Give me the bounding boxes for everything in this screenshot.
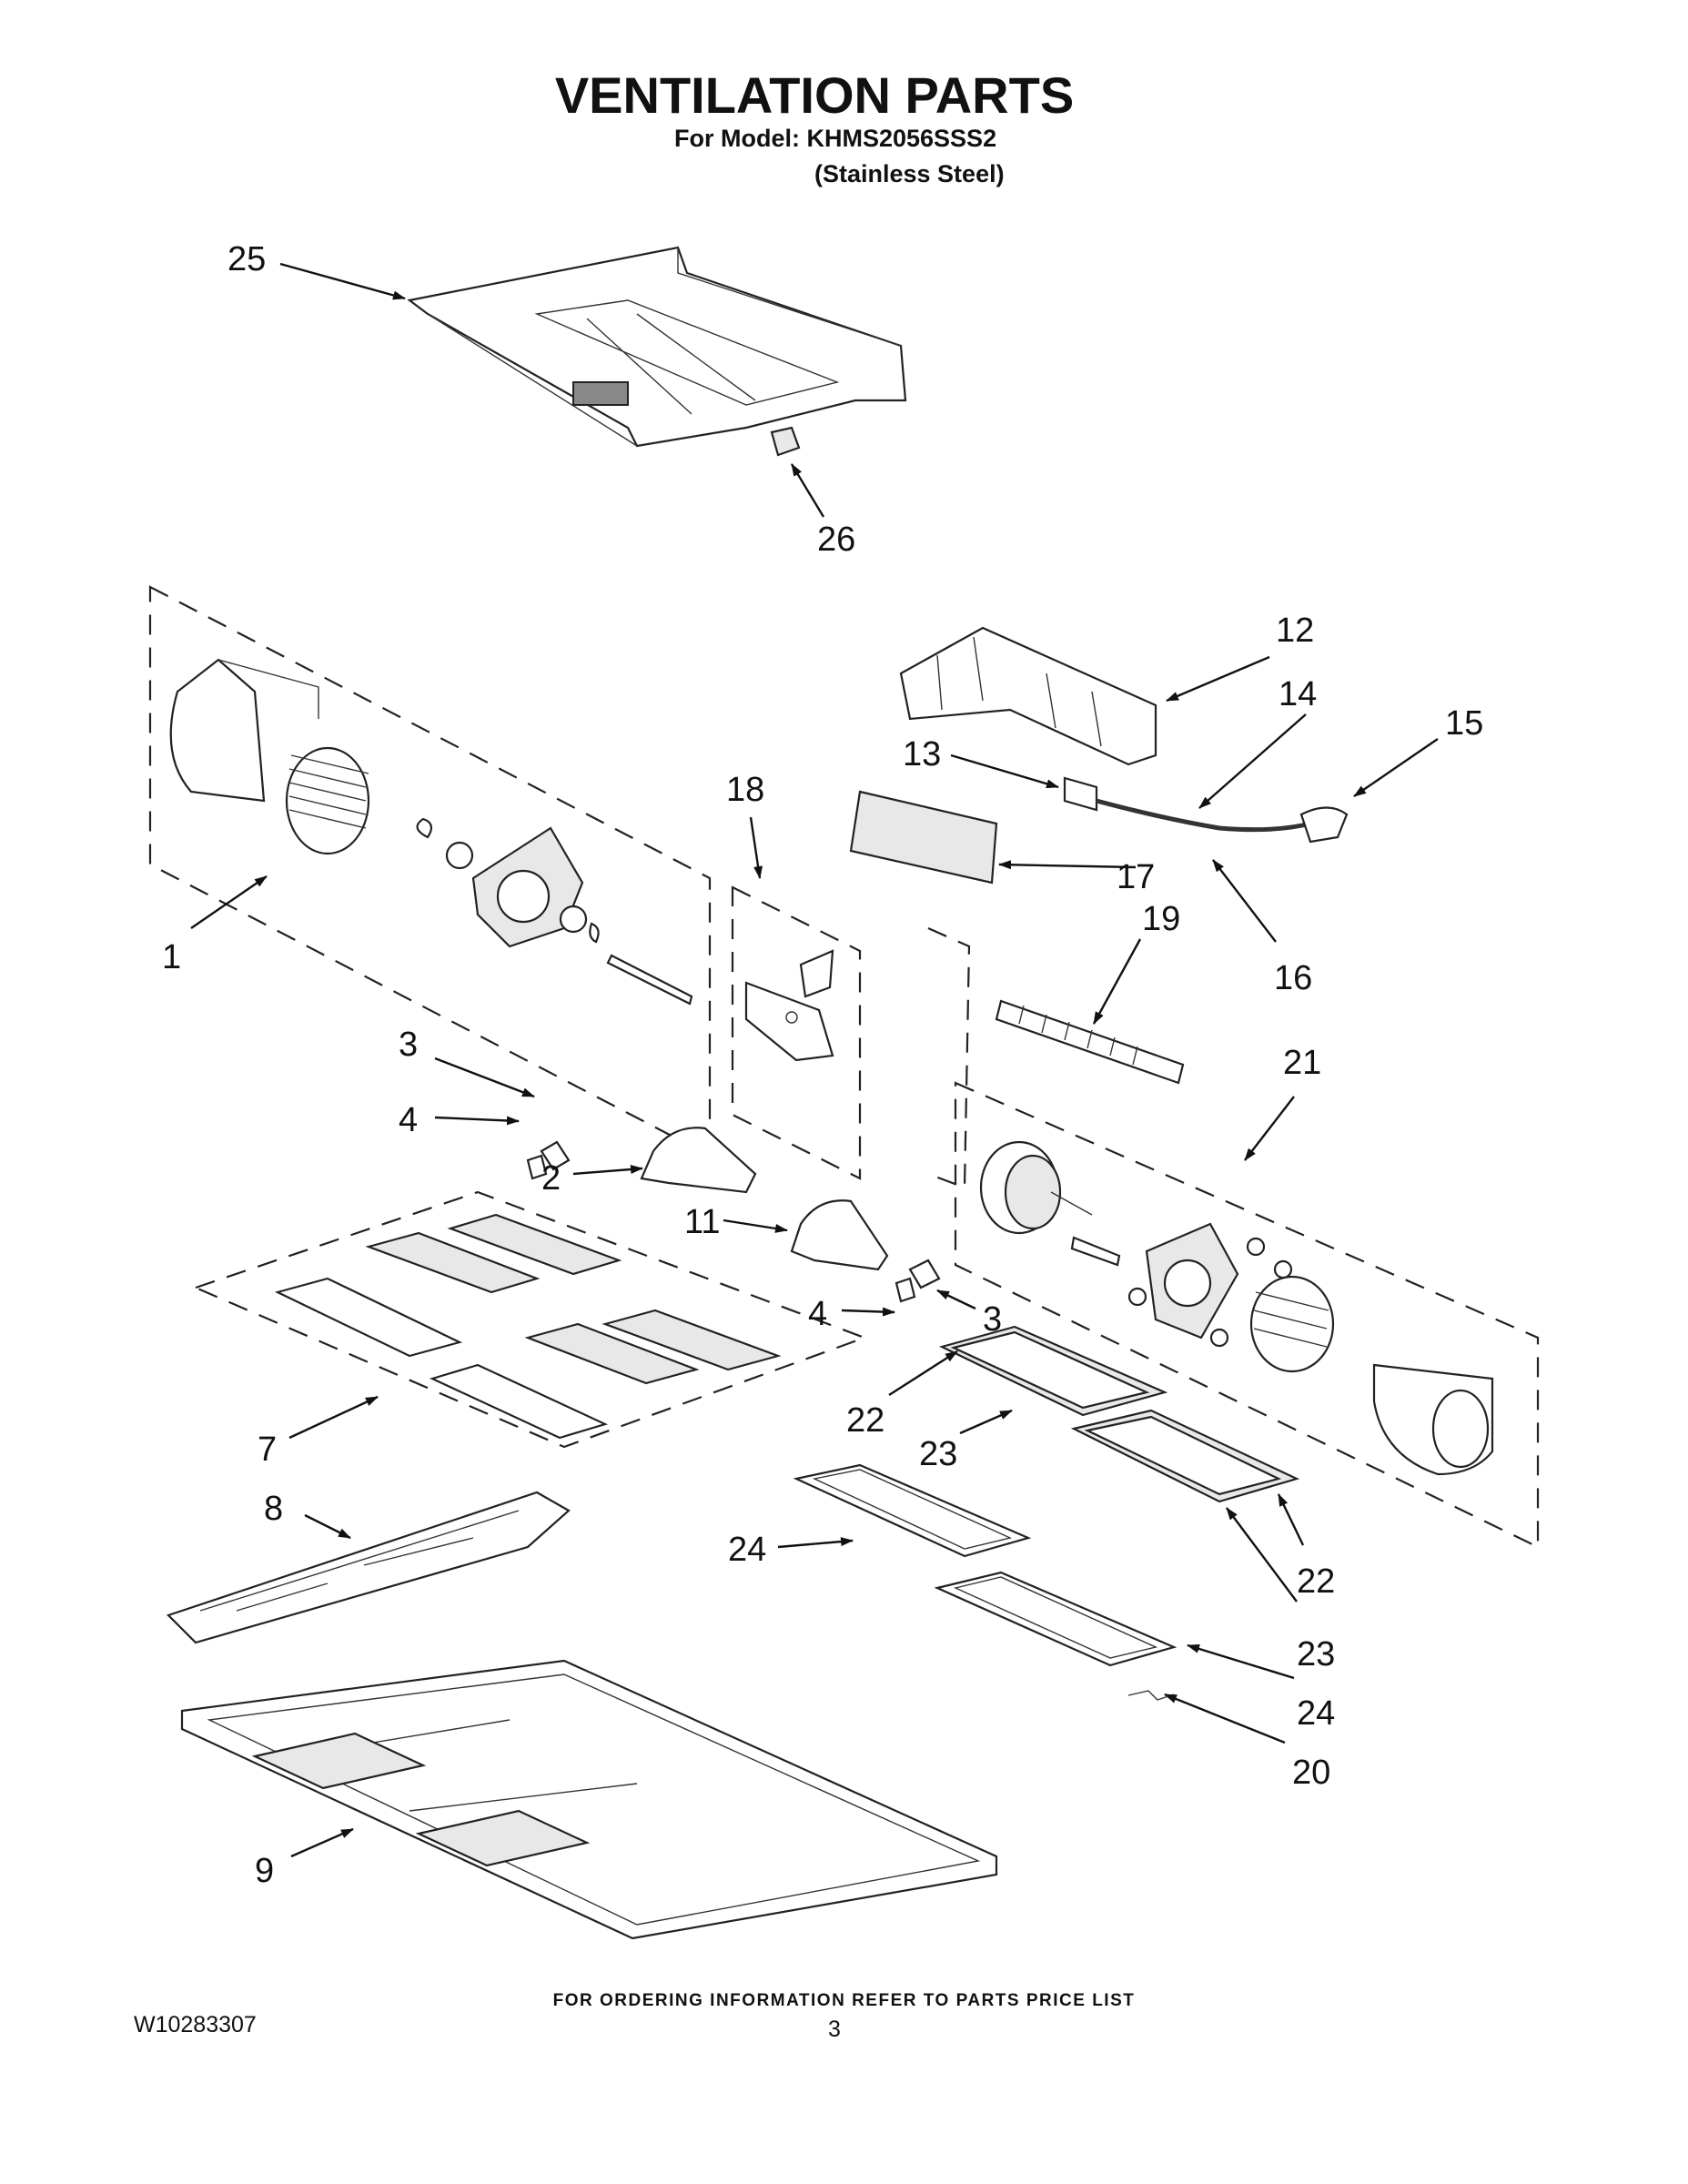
part-7-charcoal-filters-illustration bbox=[274, 1213, 782, 1440]
part-26-clip-illustration bbox=[770, 426, 801, 457]
callout-14: 14 bbox=[1279, 675, 1317, 713]
assembly-outline-21 bbox=[954, 1081, 1540, 1549]
part-21-motor-illustration bbox=[979, 1140, 1494, 1476]
part-15-thermistor-illustration bbox=[1299, 806, 1349, 844]
callout-20: 20 bbox=[1292, 1754, 1330, 1792]
callout-22-upper: 22 bbox=[846, 1401, 884, 1440]
callout-18: 18 bbox=[726, 771, 764, 809]
callout-3-right: 3 bbox=[983, 1300, 1002, 1339]
assembly-outline-7 bbox=[192, 1190, 868, 1449]
part-22-23-grease-filter-upper-illustration bbox=[938, 1325, 1168, 1417]
callout-4-right: 4 bbox=[808, 1295, 827, 1333]
callout-9: 9 bbox=[255, 1852, 274, 1890]
part-25-top-plate-illustration bbox=[407, 246, 907, 448]
callout-16: 16 bbox=[1274, 959, 1312, 997]
callout-2: 2 bbox=[541, 1159, 561, 1198]
callout-13: 13 bbox=[903, 735, 941, 774]
callout-leaders bbox=[190, 262, 1439, 1858]
callout-24-upper: 24 bbox=[728, 1531, 766, 1569]
part-24-filter-frame-upper-illustration bbox=[793, 1463, 1032, 1558]
part-13-14-16-wire-harness-illustration bbox=[1063, 776, 1311, 833]
callout-23-lower: 23 bbox=[1297, 1635, 1335, 1673]
part-3-4-spacer-illustration-left bbox=[526, 1140, 571, 1180]
document-number: W10283307 bbox=[134, 2012, 257, 2037]
callout-4-left: 4 bbox=[399, 1101, 418, 1139]
connector-line-18-19 bbox=[927, 926, 971, 1189]
callout-21: 21 bbox=[1283, 1044, 1321, 1082]
part-11-damper-cover-illustration bbox=[790, 1199, 889, 1271]
page-title: VENTILATION PARTS bbox=[554, 66, 1075, 124]
callout-25: 25 bbox=[227, 240, 266, 278]
part-12-control-board-illustration bbox=[899, 626, 1157, 766]
callout-19: 19 bbox=[1142, 900, 1180, 938]
callout-17: 17 bbox=[1117, 858, 1155, 896]
callout-3-left: 3 bbox=[399, 1026, 418, 1064]
callout-15: 15 bbox=[1445, 704, 1483, 743]
part-9-bottom-plate-illustration bbox=[180, 1659, 998, 1940]
model-finish: (Stainless Steel) bbox=[814, 160, 1005, 187]
callout-11: 11 bbox=[684, 1203, 720, 1241]
callout-24-lower: 24 bbox=[1297, 1694, 1335, 1733]
callout-26: 26 bbox=[817, 521, 855, 559]
part-17-filter-panel-illustration bbox=[849, 790, 998, 885]
callout-labels: 25 26 12 14 15 13 18 17 19 1 16 3 21 4 2… bbox=[162, 240, 1483, 1890]
callout-12: 12 bbox=[1276, 612, 1314, 650]
model-number: For Model: KHMS2056SSS2 bbox=[674, 125, 997, 152]
part-8-vent-plate-illustration bbox=[166, 1491, 571, 1644]
callout-7: 7 bbox=[258, 1431, 277, 1469]
callout-23-upper: 23 bbox=[919, 1435, 957, 1473]
callout-22-lower: 22 bbox=[1297, 1562, 1335, 1601]
callout-8: 8 bbox=[264, 1490, 283, 1528]
part-19-damper-rod-illustration bbox=[995, 999, 1185, 1085]
part-3-4-spacer-illustration-right bbox=[895, 1259, 941, 1303]
part-24-filter-frame-lower-illustration bbox=[934, 1571, 1178, 1667]
callout-1: 1 bbox=[162, 938, 181, 976]
page-number: 3 bbox=[828, 2017, 841, 2042]
assembly-outline-18 bbox=[731, 885, 862, 1180]
ordering-note: FOR ORDERING INFORMATION REFER TO PARTS … bbox=[552, 1991, 1136, 2010]
part-22-23-grease-filter-lower-illustration bbox=[1070, 1409, 1300, 1503]
part-2-damper-cover-illustration bbox=[640, 1127, 757, 1194]
part-1-blower-housing-illustration bbox=[169, 658, 693, 1006]
part-18-bracket-illustration bbox=[744, 949, 834, 1062]
